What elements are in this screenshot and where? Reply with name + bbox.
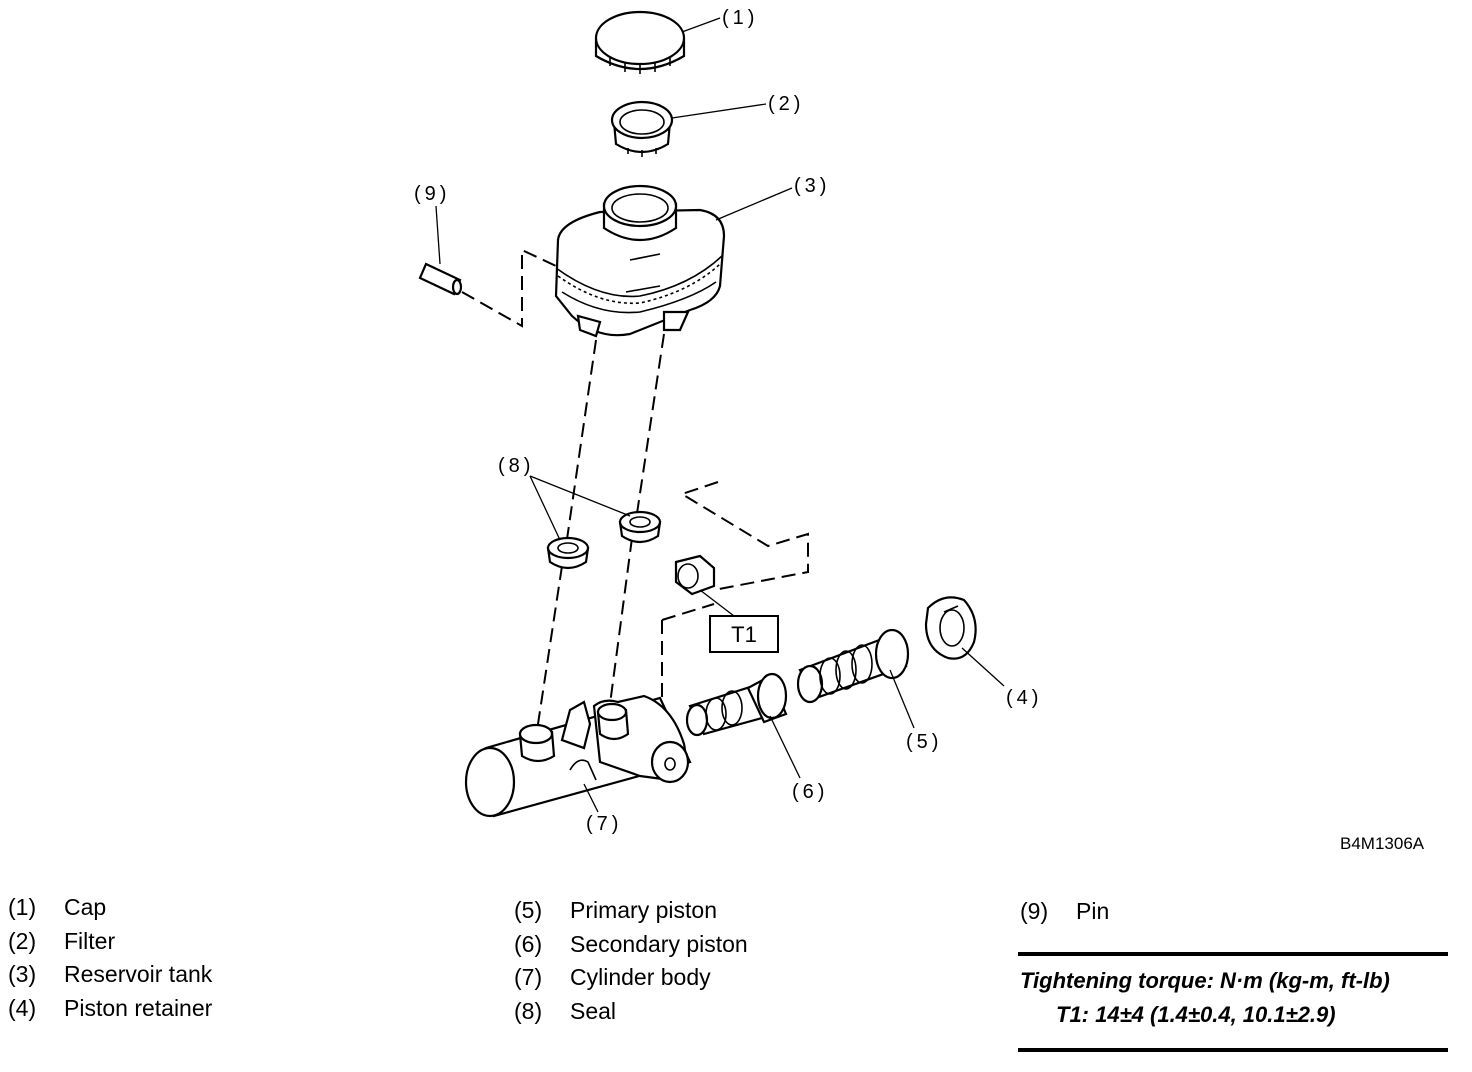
legend-label: Piston retainer <box>64 994 213 1021</box>
legend-number: (4) <box>8 994 37 1021</box>
legend-column-3: (9) Pin <box>1020 898 1109 932</box>
legend-item: (9) Pin <box>1020 898 1109 932</box>
pin-part <box>418 262 463 296</box>
legend-column-2: (5) Primary piston (6) Secondary piston (7… <box>514 897 748 1031</box>
legend-item: (4) Piston retainer <box>8 995 212 1029</box>
legend-number: (1) <box>8 894 37 920</box>
filter-part <box>610 100 674 157</box>
legend-item: (5) Primary piston <box>514 897 748 931</box>
legend-item: (3) Reservoir tank <box>8 961 212 995</box>
legend-label: Cylinder body <box>570 964 711 990</box>
torque-value: T1: 14±4 (1.4±0.4, 10.1±2.9) <box>1056 1002 1336 1027</box>
legend-number: (9) <box>1020 898 1049 924</box>
callout-5: (5) <box>906 731 942 753</box>
legend-number: (7) <box>514 964 543 990</box>
legend-number: (6) <box>514 930 543 957</box>
legend-number: (3) <box>8 961 37 987</box>
callout-3: (3) <box>794 175 830 197</box>
callout-8: (8) <box>498 455 534 477</box>
torque-spec-box: Tightening torque: N·m (kg-m, ft-lb) T1:… <box>1018 952 1448 1052</box>
legend-label: Pin <box>1076 898 1110 924</box>
cylinder-body-part <box>464 694 692 818</box>
legend-item: (2) Filter <box>8 928 212 962</box>
callout-9: (9) <box>414 183 450 205</box>
callout-1: (1) <box>722 7 758 29</box>
torque-title: Tightening torque: N·m (kg-m, ft-lb) <box>1020 968 1390 993</box>
legend-item: (8) Seal <box>514 998 748 1032</box>
legend-number: (5) <box>514 897 543 923</box>
master-cylinder-exploded-diagram: T1 <box>414 7 1042 835</box>
legend-number: (8) <box>514 997 543 1024</box>
secondary-piston-part <box>685 672 788 737</box>
legend-label: Cap <box>64 894 107 920</box>
legend-item: (1) Cap <box>8 894 212 928</box>
legend-label: Seal <box>570 997 617 1024</box>
t1-box <box>709 615 779 653</box>
legend-item: (6) Secondary piston <box>514 931 748 965</box>
piston-retainer-part <box>924 596 977 660</box>
primary-piston-part <box>796 628 910 704</box>
seal-part-2 <box>618 510 662 544</box>
legend-label: Primary piston <box>570 897 717 923</box>
t1-label: T1 <box>731 622 757 647</box>
legend-number: (2) <box>8 927 37 954</box>
legend-item: (7) Cylinder body <box>514 964 748 998</box>
callout-6: (6) <box>792 781 828 803</box>
legend-label: Filter <box>64 927 116 954</box>
legend-column-1: (1) Cap (2) Filter (3) Reservoir tank (4) Pi… <box>8 894 212 1028</box>
reservoir-tank-part <box>554 184 726 338</box>
callout-4: (4) <box>1006 687 1042 709</box>
legend-label: Secondary piston <box>570 930 748 957</box>
nut-part <box>674 554 716 596</box>
cap-part <box>594 10 686 74</box>
callout-2: (2) <box>768 93 804 115</box>
legend-label: Reservoir tank <box>64 961 213 987</box>
callout-7: (7) <box>586 813 622 835</box>
figure-code: B4M1306A <box>1340 834 1425 853</box>
seal-part-1 <box>546 536 590 570</box>
